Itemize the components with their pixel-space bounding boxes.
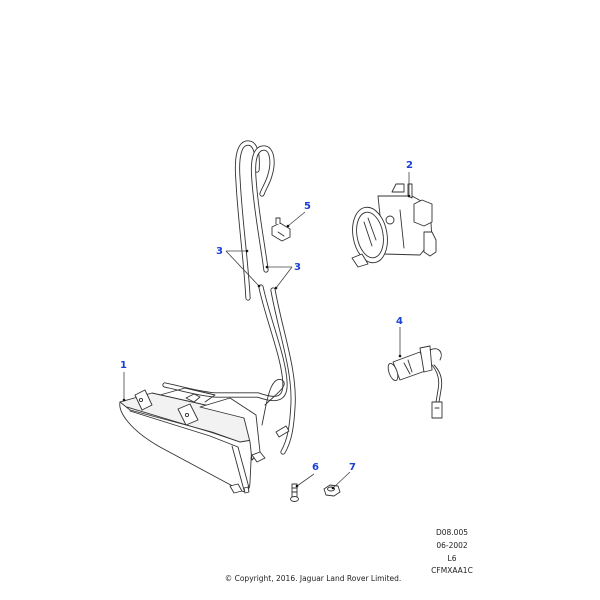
callout-7[interactable]: 7 (349, 462, 356, 473)
fog-lamp-housing (119, 387, 266, 494)
callout-5[interactable]: 6 (312, 462, 319, 473)
connector-clip (271, 217, 291, 242)
illustration-code: CFMXAA1C (431, 566, 473, 575)
fog-lamp-round (351, 183, 437, 268)
callout-3b[interactable]: 3 (294, 262, 301, 273)
callout-2[interactable]: 2 (406, 160, 413, 171)
screw (290, 483, 299, 502)
nut (323, 484, 341, 497)
callout-6[interactable]: 5 (304, 201, 311, 212)
callout-3a[interactable]: 3 (216, 246, 223, 257)
date-code: 06-2002 (436, 541, 468, 550)
model-code: L6 (447, 554, 457, 563)
copyright-notice: © Copyright, 2016. Jaguar Land Rover Lim… (224, 574, 402, 583)
leader-lines (122, 172, 411, 490)
callout-4[interactable]: 4 (396, 316, 403, 327)
callout-1[interactable]: 1 (120, 360, 127, 371)
washer-hose-lower (162, 284, 296, 455)
washer-hose-upper (234, 140, 275, 301)
section-code: D08.005 (435, 528, 469, 537)
bulb-holder (387, 345, 443, 419)
